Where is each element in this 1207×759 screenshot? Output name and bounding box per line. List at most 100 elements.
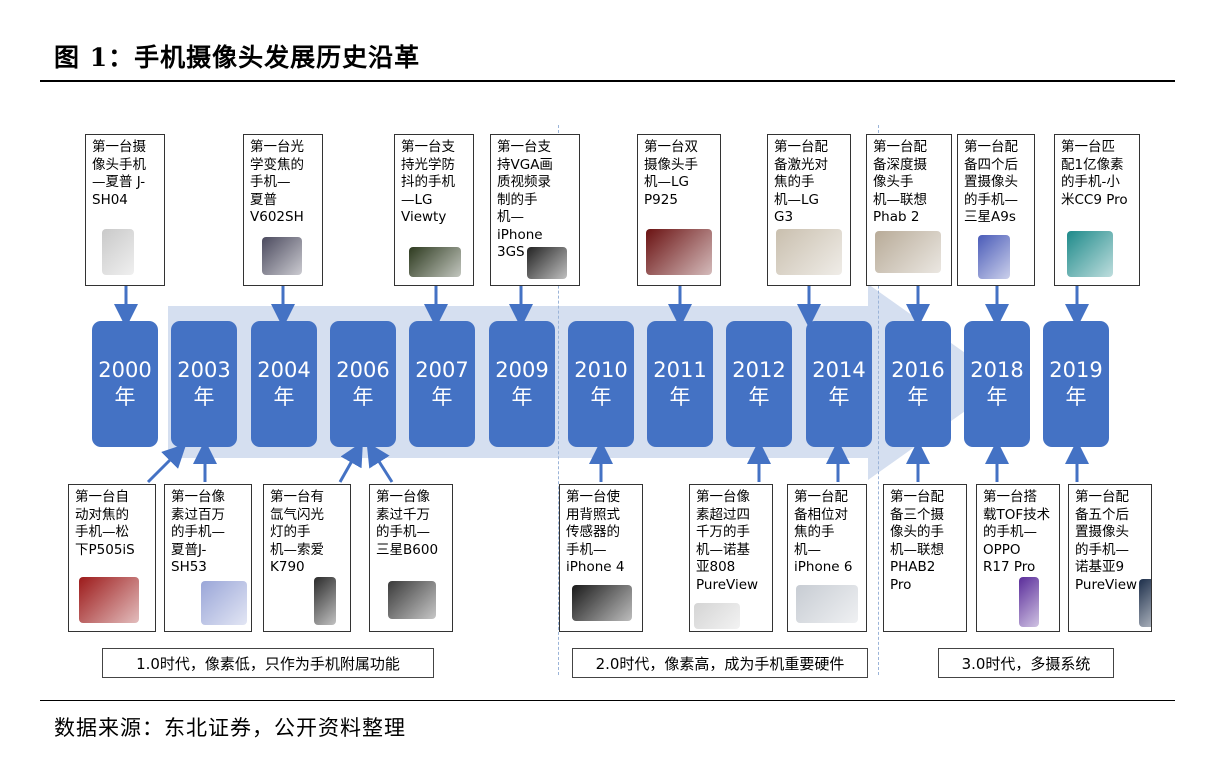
card-text: 第一台像 素超过四 千万的手 机—诺基 亚808 PureView	[696, 489, 759, 593]
source-note: 数据来源：东北证券，公开资料整理	[54, 716, 406, 740]
bottom_cards-card: 第一台配 备相位对 焦的手 机— iPhone 6	[787, 484, 867, 632]
year-box-2014: 2014 年	[806, 321, 872, 447]
card-text: 第一台配 备三个摄 像头的手 机—联想 PHAB2 Pro	[890, 489, 944, 593]
year-unit: 年	[352, 385, 374, 409]
year-unit: 年	[193, 385, 215, 409]
cc9-pro-image	[1067, 231, 1113, 277]
dual-camera-phone-image	[646, 229, 712, 275]
year-box-2010: 2010 年	[568, 321, 634, 447]
year-unit: 年	[986, 385, 1008, 409]
year-number: 2016	[891, 358, 945, 382]
bottom_cards-card: 第一台配 备五个后 置摄像头 的手机— 诺基亚9 PureView	[1068, 484, 1152, 632]
top_cards-card: 第一台配 备激光对 焦的手 机—LG G3	[767, 134, 851, 286]
touchscreen-phone-image	[409, 247, 461, 277]
bottom_cards-card: 第一台使 用背照式 传感器的 手机— iPhone 4	[559, 484, 643, 632]
galaxy-a9s-image	[978, 235, 1010, 279]
iphone4-image	[572, 585, 632, 621]
year-number: 2011	[653, 358, 707, 382]
red-phone-image	[79, 577, 139, 623]
top_cards-card: 第一台支 持VGA画 质视频录 制的手 机— iPhone 3GS	[490, 134, 580, 286]
flip-phone-image	[201, 581, 247, 625]
bottom_cards-card: 第一台配 备三个摄 像头的手 机—联想 PHAB2 Pro	[883, 484, 967, 632]
card-text: 第一台光 学变焦的 手机— 夏普 V602SH	[250, 139, 304, 225]
era-label-2: 2.0时代，像素高，成为手机重要硬件	[572, 648, 868, 678]
top_cards-card: 第一台配 备四个后 置摄像头 的手机— 三星A9s	[957, 134, 1035, 286]
year-unit: 年	[114, 385, 136, 409]
bottom_cards-card: 第一台像 素过百万 的手机— 夏普J- SH53	[164, 484, 252, 632]
card-text: 第一台支 持光学防 抖的手机 —LG Viewty	[401, 139, 455, 225]
year-unit: 年	[748, 385, 770, 409]
year-unit: 年	[273, 385, 295, 409]
year-box-2009: 2009 年	[489, 321, 555, 447]
year-box-2012: 2012 年	[726, 321, 792, 447]
bottom_cards-card: 第一台搭 载TOF技术 的手机— OPPO R17 Pro	[976, 484, 1060, 632]
top_cards-card: 第一台摄 像头手机 —夏普 J- SH04	[85, 134, 165, 286]
top_cards-card: 第一台匹 配1亿像素 的手机-小 米CC9 Pro	[1054, 134, 1140, 286]
top_cards-card: 第一台支 持光学防 抖的手机 —LG Viewty	[394, 134, 474, 286]
lg-g3-image	[776, 229, 842, 275]
r17-pro-image	[1019, 577, 1039, 627]
card-text: 第一台有 氙气闪光 灯的手 机—索爱 K790	[270, 489, 324, 575]
year-unit: 年	[828, 385, 850, 409]
year-box-2003: 2003 年	[171, 321, 237, 447]
pureview808-image	[694, 603, 740, 629]
year-number: 2000	[98, 358, 152, 382]
year-number: 2003	[177, 358, 231, 382]
flip-phone-image	[102, 229, 134, 275]
year-number: 2012	[732, 358, 786, 382]
card-text: 第一台配 备四个后 置摄像头 的手机— 三星A9s	[964, 139, 1018, 225]
top_cards-card: 第一台光 学变焦的 手机— 夏普 V602SH	[243, 134, 323, 286]
year-unit: 年	[511, 385, 533, 409]
era-divider-1	[558, 125, 559, 675]
year-number: 2006	[336, 358, 390, 382]
year-box-2000: 2000 年	[92, 321, 158, 447]
era-label-1: 1.0时代，像素低，只作为手机附属功能	[102, 648, 434, 678]
year-box-2004: 2004 年	[251, 321, 317, 447]
year-box-2016: 2016 年	[885, 321, 951, 447]
card-text: 第一台搭 载TOF技术 的手机— OPPO R17 Pro	[983, 489, 1051, 575]
year-unit: 年	[1065, 385, 1087, 409]
bottom-rule	[40, 700, 1175, 701]
top_cards-card: 第一台配 备深度摄 像头手 机—联想 Phab 2	[866, 134, 952, 286]
year-number: 2007	[415, 358, 469, 382]
card-text: 第一台使 用背照式 传感器的 手机— iPhone 4	[566, 489, 625, 575]
k790-image	[314, 577, 336, 625]
year-number: 2018	[970, 358, 1024, 382]
card-text: 第一台配 备相位对 焦的手 机— iPhone 6	[794, 489, 853, 575]
card-text: 第一台配 备五个后 置摄像头 的手机— 诺基亚9 PureView	[1075, 489, 1138, 593]
year-number: 2009	[495, 358, 549, 382]
year-box-2011: 2011 年	[647, 321, 713, 447]
card-text: 第一台配 备激光对 焦的手 机—LG G3	[774, 139, 828, 225]
bottom_cards-card: 第一台自 动对焦的 手机—松 下P505iS	[68, 484, 156, 632]
card-text: 第一台匹 配1亿像素 的手机-小 米CC9 Pro	[1061, 139, 1128, 208]
bottom_cards-card: 第一台像 素过千万 的手机— 三星B600	[369, 484, 453, 632]
year-box-2019: 2019 年	[1043, 321, 1109, 447]
year-unit: 年	[669, 385, 691, 409]
camera-phone-image	[262, 237, 302, 275]
year-number: 2019	[1049, 358, 1103, 382]
top-rule	[40, 80, 1175, 82]
iphone6-image	[796, 585, 858, 623]
iphone-image	[527, 247, 567, 279]
year-number: 2014	[812, 358, 866, 382]
year-box-2007: 2007 年	[409, 321, 475, 447]
year-unit: 年	[431, 385, 453, 409]
card-text: 第一台自 动对焦的 手机—松 下P505iS	[75, 489, 135, 558]
year-unit: 年	[907, 385, 929, 409]
bottom_cards-card: 第一台有 氙气闪光 灯的手 机—索爱 K790	[263, 484, 351, 632]
year-box-2018: 2018 年	[964, 321, 1030, 447]
card-text: 第一台像 素过百万 的手机— 夏普J- SH53	[171, 489, 225, 575]
nokia9-image	[1139, 579, 1151, 627]
card-text: 第一台摄 像头手机 —夏普 J- SH04	[92, 139, 146, 208]
year-box-2006: 2006 年	[330, 321, 396, 447]
year-number: 2010	[574, 358, 628, 382]
b600-image	[388, 581, 436, 619]
bottom_cards-card: 第一台像 素超过四 千万的手 机—诺基 亚808 PureView	[689, 484, 773, 632]
card-text: 第一台双 摄像头手 机—LG P925	[644, 139, 698, 208]
year-unit: 年	[590, 385, 612, 409]
figure-title: 图 1：手机摄像头发展历史沿革	[54, 43, 421, 72]
year-number: 2004	[257, 358, 311, 382]
card-text: 第一台像 素过千万 的手机— 三星B600	[376, 489, 439, 558]
era-divider-2	[878, 125, 879, 675]
top_cards-card: 第一台双 摄像头手 机—LG P925	[637, 134, 721, 286]
